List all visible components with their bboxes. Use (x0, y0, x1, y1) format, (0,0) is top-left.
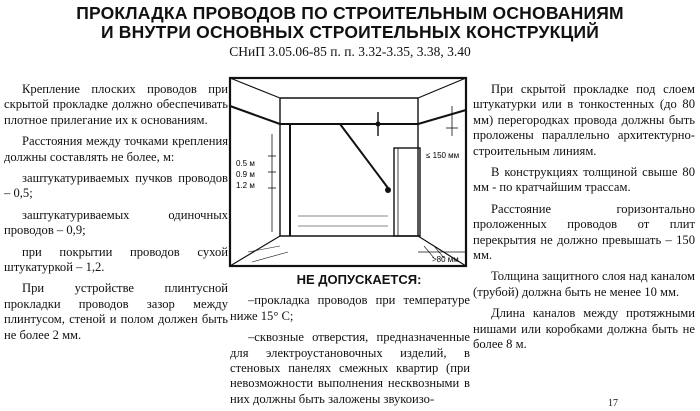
page-title-line2: И ВНУТРИ ОСНОВНЫХ СТРОИТЕЛЬНЫХ КОНСТРУКЦ… (100, 22, 600, 42)
right-paragraph: Толщина защитного слоя над каналом (труб… (473, 269, 695, 299)
right-column: При скрытой прокладке под слоем штукатур… (473, 82, 695, 359)
left-paragraph: Расстояния между точками крепления должн… (4, 134, 228, 164)
dim-label-80mm: >80 мм (432, 255, 459, 264)
page-subtitle: СНиП 3.05.06-85 п. п. 3.32-3.35, 3.38, 3… (229, 44, 471, 59)
prohibitions-block: НЕ ДОПУСКАЕТСЯ: –прокладка проводов при … (230, 272, 470, 407)
right-paragraph: Расстояние горизонтально проложенных про… (473, 201, 695, 263)
right-paragraph: При скрытой прокладке под слоем штукатур… (473, 82, 695, 158)
room-drawing: 0.5 м 0.9 м 1.2 м ≤ 150 мм >80 мм (228, 76, 468, 268)
right-paragraph: Длина каналов между протяжными нишами ил… (473, 306, 695, 352)
page-title-line1: ПРОКЛАДКА ПРОВОДОВ ПО СТРОИТЕЛЬНЫМ ОСНОВ… (76, 3, 624, 23)
left-paragraph: заштукатуриваемых одиночных проводов – 0… (4, 207, 228, 238)
prohibition-item: –сквозные отверстия, предназначенные для… (230, 330, 470, 406)
left-paragraph: при покрытии проводов сухой штукатуркой … (4, 244, 228, 275)
page-mark: 17 (608, 398, 618, 409)
left-paragraph: Крепление плоских проводов при скрытой п… (4, 82, 228, 127)
right-paragraph: В конструкциях толщиной свыше 80 мм - по… (473, 165, 695, 195)
left-column: Крепление плоских проводов при скрытой п… (4, 82, 228, 349)
dim-label-150mm: ≤ 150 мм (426, 151, 459, 160)
left-paragraph: заштукатуриваемых пучков проводов – 0,5; (4, 171, 228, 201)
wiring-illustration: 0.5 м 0.9 м 1.2 м ≤ 150 мм >80 мм (228, 76, 468, 268)
dim-label-12: 1.2 м (236, 181, 255, 190)
dim-label-09: 0.9 м (236, 170, 255, 179)
prohibition-item: –прокладка проводов при температуре ниже… (230, 293, 470, 323)
left-paragraph: При устройстве плинтусной прокладки пров… (4, 281, 228, 342)
dim-label-05: 0.5 м (236, 159, 255, 168)
prohibitions-heading: НЕ ДОПУСКАЕТСЯ: (296, 272, 422, 287)
